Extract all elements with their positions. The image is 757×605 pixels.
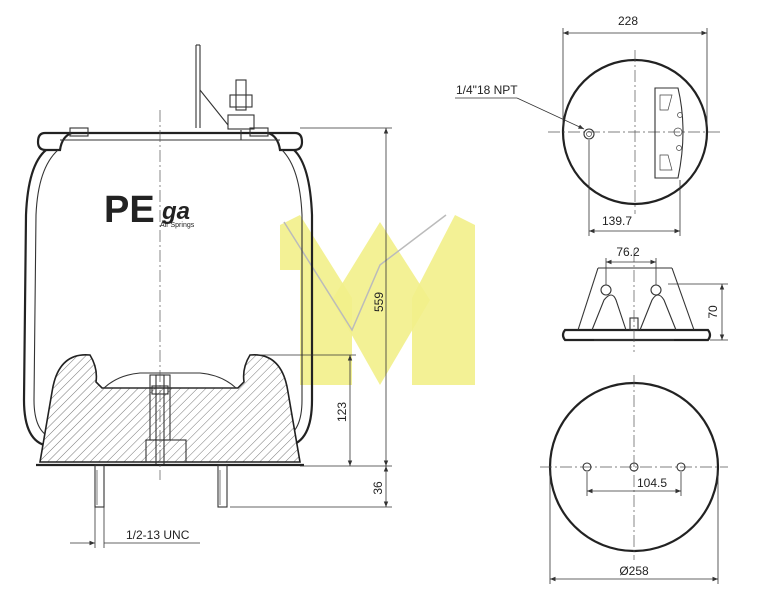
offset-dimension: 139.7 — [602, 214, 632, 228]
bolt-spacing-dimension: 104.5 — [637, 476, 667, 490]
bottom-diameter-dimension: Ø258 — [619, 564, 649, 578]
watermark — [280, 214, 475, 385]
height-dimension: 559 — [372, 292, 386, 312]
brand-logo: PE ga Air Springs — [104, 189, 195, 231]
top-width-dimension: 228 — [618, 14, 638, 28]
piston-height-dimension: 123 — [335, 402, 349, 422]
bracket-spacing-dimension: 76.2 — [616, 245, 640, 259]
bracket-view: 76.2 70 — [561, 245, 728, 352]
bracket-height-dimension: 70 — [706, 305, 720, 319]
side-view: 559 123 36 1/2-13 UNC — [22, 44, 392, 548]
thread-label: 1/2-13 UNC — [126, 528, 190, 542]
logo-secondary: ga — [161, 198, 190, 225]
bottom-view: 104.5 Ø258 — [540, 375, 728, 584]
logo-primary: PE — [104, 189, 155, 231]
port-label: 1/4"18 NPT — [456, 83, 518, 97]
logo-tagline: Air Springs — [160, 222, 195, 229]
stud-length-dimension: 36 — [371, 481, 385, 495]
top-view: 228 1/4"18 NPT 139.7 — [455, 14, 722, 236]
